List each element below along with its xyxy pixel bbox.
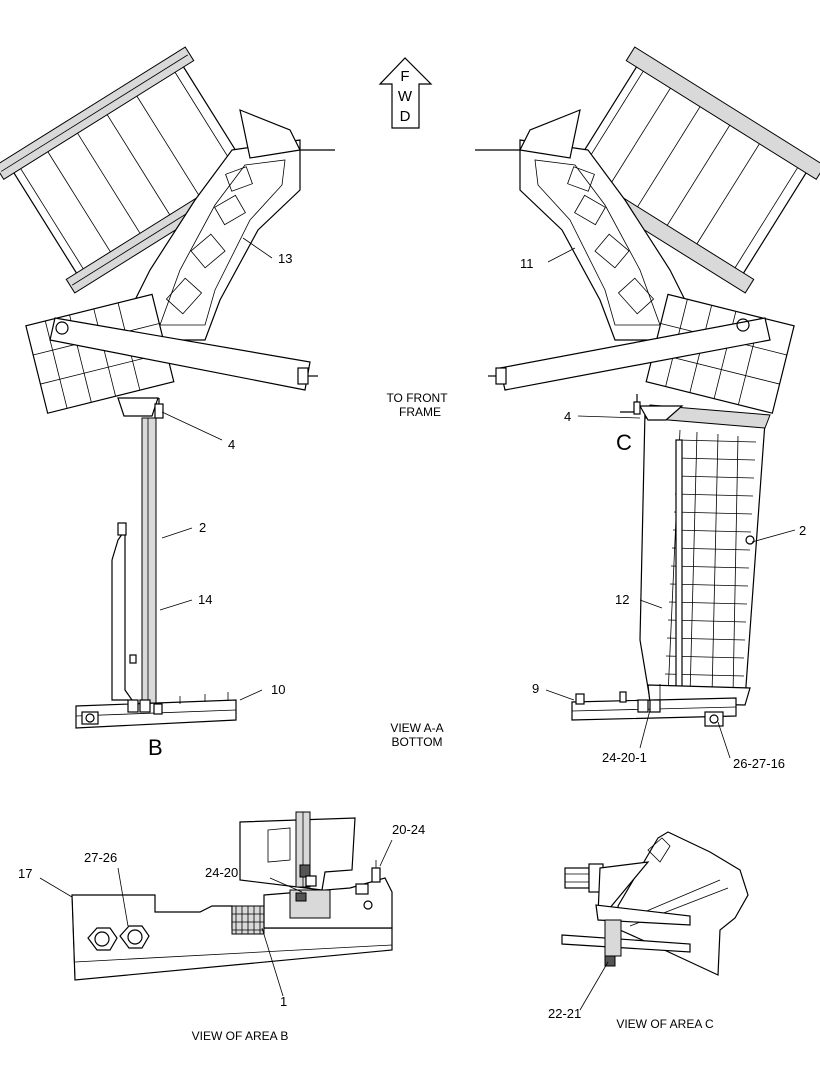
callout-13: 13 <box>278 251 292 266</box>
forward-arrow-icon: F W D <box>378 57 433 129</box>
callout-17: 17 <box>18 866 32 881</box>
callout-24-20: 24-20 <box>205 865 238 880</box>
callout-2-right: 2 <box>799 523 806 538</box>
callout-27-26: 27-26 <box>84 850 117 865</box>
fwd-letter-f: F <box>400 68 409 85</box>
callout-10: 10 <box>271 682 285 697</box>
callout-11: 11 <box>520 256 534 271</box>
view-letter-c: C <box>616 430 632 455</box>
callout-22-21: 22-21 <box>548 1006 581 1021</box>
callout-20-24: 20-24 <box>392 822 425 837</box>
callout-9: 9 <box>532 681 539 696</box>
callout-1: 1 <box>280 994 287 1009</box>
view-letter-b: B <box>148 735 163 760</box>
detail-view-c <box>561 831 749 976</box>
detail-view-b <box>71 811 393 981</box>
to-front-frame-label-line2: FRAME <box>399 405 441 419</box>
callout-2-left: 2 <box>199 520 206 535</box>
view-aa-caption: VIEW A-A <box>390 721 443 735</box>
to-front-frame-label-line1: TO FRONT <box>386 391 448 405</box>
view-aa-bottom-caption: BOTTOM <box>391 735 442 749</box>
callout-24-20-1: 24-20-1 <box>602 750 647 765</box>
fwd-letter-w: W <box>398 88 413 105</box>
detail-b-caption: VIEW OF AREA B <box>192 1029 289 1043</box>
fwd-letter-d: D <box>400 108 411 125</box>
leader-lines-detail-b <box>39 839 393 997</box>
callout-12: 12 <box>615 592 629 607</box>
leader-22-21 <box>579 961 609 1011</box>
callout-4-right: 4 <box>564 409 571 424</box>
callout-26-27-16: 26-27-16 <box>733 756 785 771</box>
detail-c-caption: VIEW OF AREA C <box>616 1017 714 1031</box>
right-guard-assembly <box>475 46 820 727</box>
left-guard-assembly <box>0 46 335 729</box>
callout-14: 14 <box>198 592 212 607</box>
leader-lines-view-aa <box>159 237 796 759</box>
callout-4-left: 4 <box>228 437 235 452</box>
